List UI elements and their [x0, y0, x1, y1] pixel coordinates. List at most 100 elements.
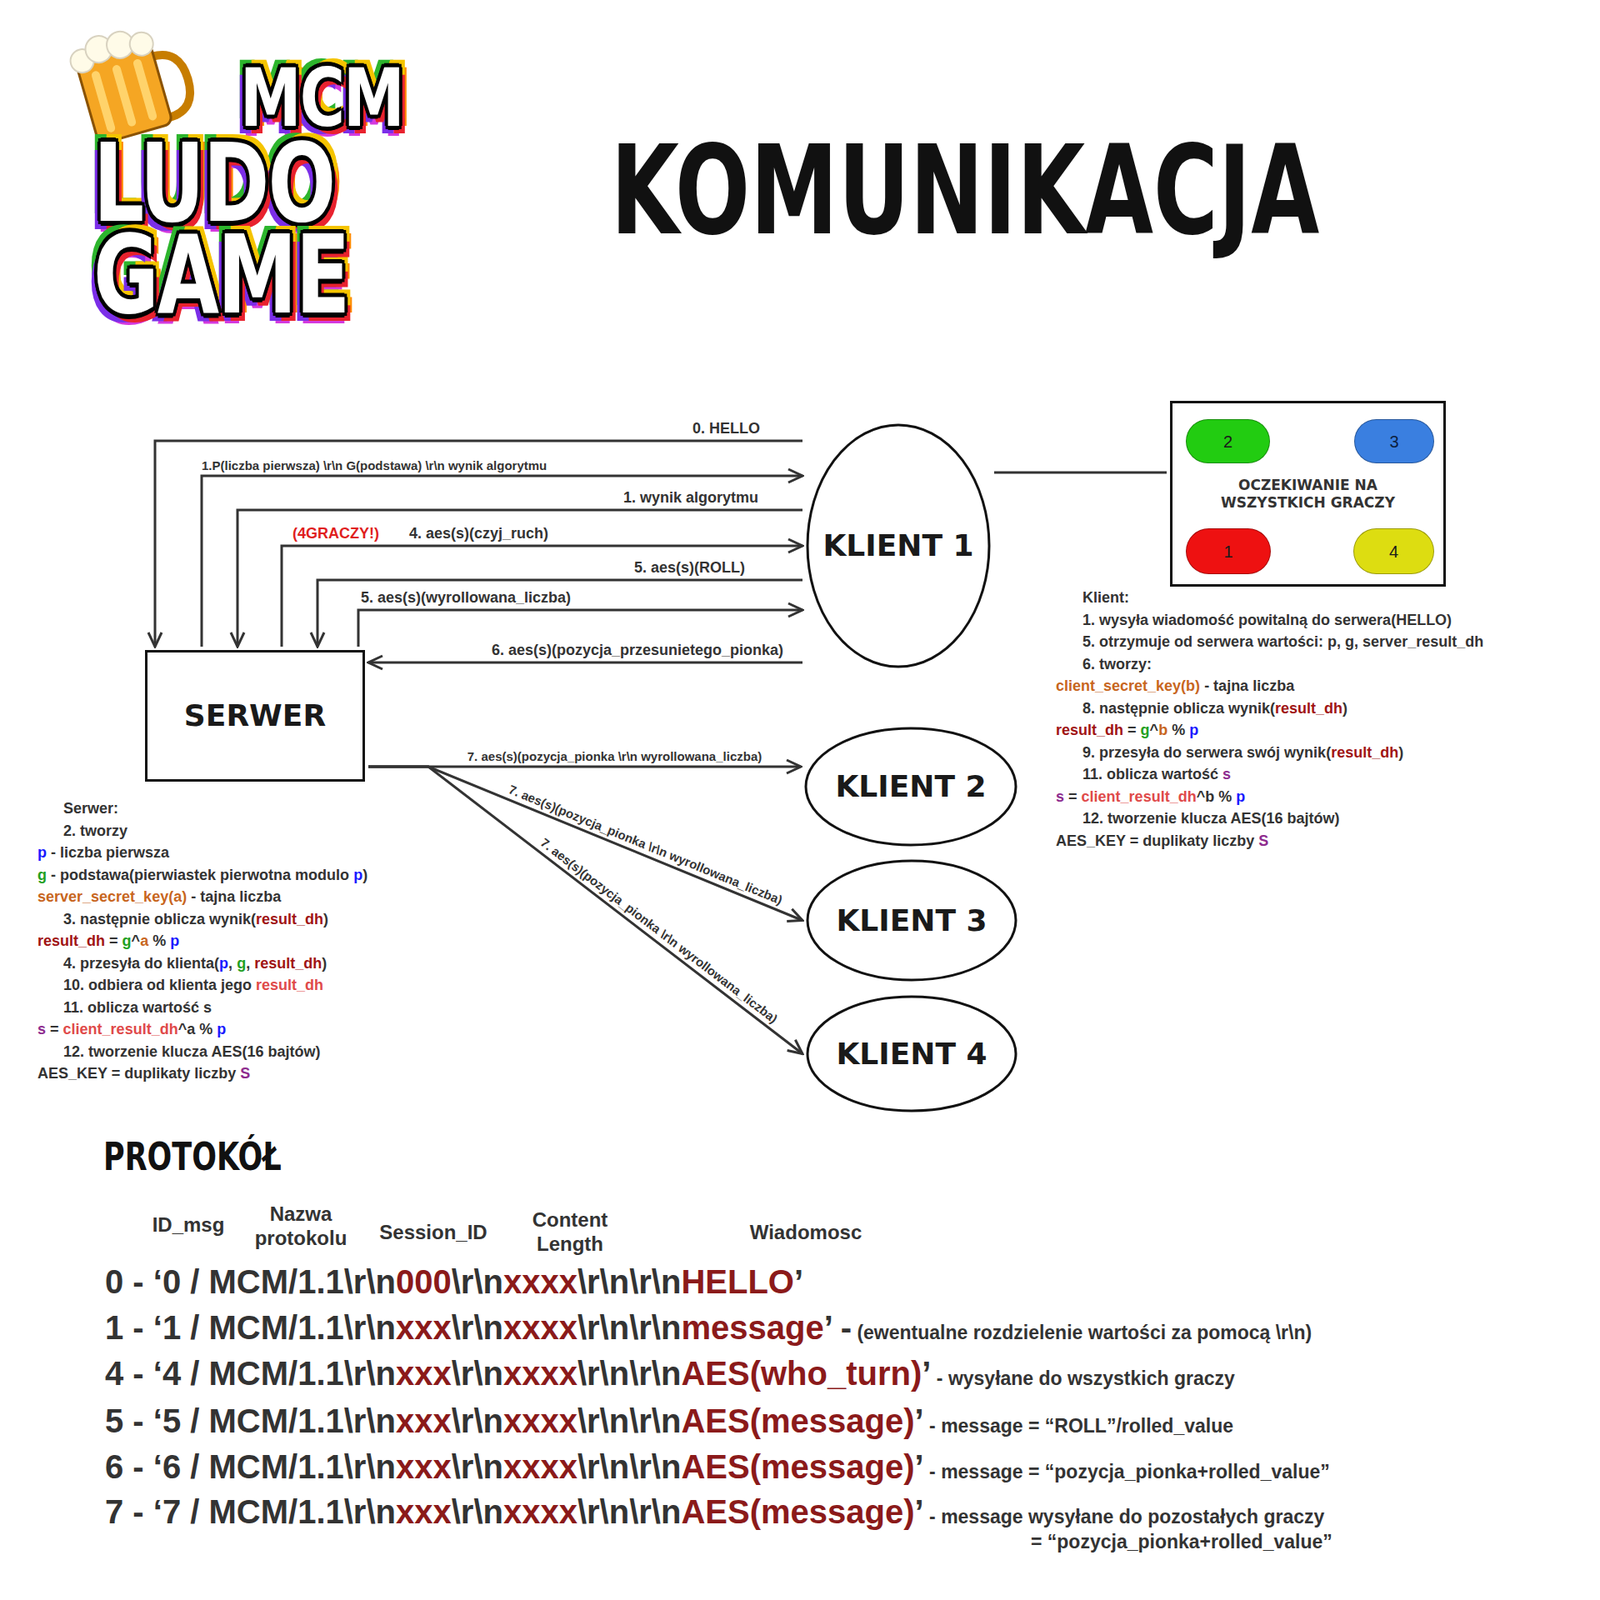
text-segment: xxx — [395, 1355, 452, 1392]
text-segment: \r\n — [451, 1402, 504, 1440]
text-segment: \r\n\r\n — [577, 1493, 681, 1530]
text-segment: AES(message) — [680, 1493, 915, 1530]
text-segment: , — [245, 955, 250, 972]
message-arrow — [368, 661, 803, 665]
player-pill: 4 — [1353, 528, 1435, 575]
ellipse-outline — [807, 425, 990, 667]
text-line: s=client_result_dh^b%p — [1055, 788, 1245, 807]
column-header: Session_ID — [379, 1220, 487, 1245]
text-segment: 2. tworzy — [63, 822, 128, 840]
text-segment: result_dh — [37, 932, 105, 950]
text-line: 5. otrzymuje od serwera wartości: p, g, … — [1082, 633, 1484, 652]
text-segment: ) — [323, 910, 329, 928]
mug-stripe — [111, 64, 138, 128]
text-segment: S — [240, 1065, 250, 1082]
text-line: p- liczba pierwsza — [37, 844, 170, 863]
text-segment: 5. otrzymuje od serwera wartości: p, g, … — [1082, 633, 1484, 650]
text-line: 6. tworzy: — [1082, 655, 1152, 675]
text-segment: result_dh — [255, 976, 324, 994]
text-segment: message — [680, 1309, 824, 1346]
edge-label: 4. aes(s)(czyj_ruch) — [409, 525, 549, 543]
text-segment: xxxx — [503, 1493, 578, 1530]
text-segment: p — [170, 932, 180, 950]
text-segment: = — [50, 1020, 60, 1038]
player-pill: 2 — [1185, 419, 1270, 464]
text-segment: = — [109, 932, 119, 950]
text-segment: 5 - ‘5 / MCM/1.1\r\n — [105, 1402, 396, 1440]
node-label: 2 — [1223, 431, 1233, 452]
page-title: KOMUNIKACJA — [610, 129, 1320, 253]
server-box: SERWER — [145, 650, 365, 782]
edge-label: 1.P(liczba pierwsza) \r\n G(podstawa) \r… — [201, 458, 547, 473]
column-header: Content Length — [520, 1208, 620, 1257]
text-segment: client_result_dh — [1081, 788, 1197, 805]
text-segment: AES(message) — [680, 1448, 915, 1485]
text-segment: - message = “ROLL”/rolled_value — [929, 1415, 1234, 1437]
message-arrow — [994, 471, 1167, 475]
section-heading: PROTOKÓŁ — [103, 1138, 282, 1177]
text-segment: 12. tworzenie klucza AES(16 bajtów) — [1082, 810, 1340, 827]
text-line: 12. tworzenie klucza AES(16 bajtów) — [1082, 810, 1340, 829]
text-segment: xxxx — [503, 1309, 578, 1346]
text-segment: (4GRACZY!) — [292, 525, 380, 542]
protocol-row: 7 - ‘7 / MCM/1.1\r\nxxx\r\nxxxx\r\n\r\nA… — [105, 1491, 1325, 1532]
text-segment: b — [1205, 788, 1215, 805]
node-label: SERWER — [184, 697, 326, 734]
node-label: 3 — [1389, 431, 1399, 452]
text-segment: ’ — [915, 1448, 925, 1485]
text-segment: \r\n\r\n — [577, 1309, 681, 1346]
text-segment: ’ — [915, 1493, 925, 1530]
message-arrow — [368, 766, 803, 1055]
text-segment: % — [152, 932, 166, 950]
protocol-row: 6 - ‘6 / MCM/1.1\r\nxxx\r\nxxxx\r\n\r\nA… — [105, 1446, 1330, 1487]
text-line: 3. następnie oblicza wynik(result_dh) — [63, 910, 329, 930]
text-segment: ^ — [1196, 788, 1206, 805]
message-arrow — [237, 510, 803, 647]
message-arrow — [368, 766, 803, 921]
text-segment: - tajna liczba — [190, 888, 281, 905]
ellipse-outline — [807, 860, 1016, 980]
text-segment: p — [37, 844, 47, 861]
node-label: KLIENT 2 — [835, 768, 986, 805]
text-segment: S — [1258, 832, 1269, 850]
text-segment: result_dh — [1330, 744, 1399, 761]
text-segment: 10. odbiera od klienta jego — [63, 976, 252, 994]
text-segment: server_secret_key(a) — [37, 888, 187, 905]
node-label: 1 — [1223, 541, 1233, 562]
text-line: server_secret_key(a)- tajna liczba — [37, 888, 281, 907]
text-segment: ^ — [1150, 721, 1160, 739]
player-pill: 3 — [1354, 419, 1435, 464]
text-segment: g — [1140, 721, 1150, 739]
text-segment: Wiadomosc — [750, 1220, 862, 1244]
text-segment: ) — [1398, 744, 1404, 761]
text-line: 12. tworzenie klucza AES(16 bajtów) — [63, 1043, 320, 1062]
text-segment: xxxx — [503, 1402, 578, 1440]
text-segment: - podstawa(pierwiastek pierwotna modulo — [50, 866, 350, 884]
text-segment: \r\n\r\n — [577, 1402, 681, 1440]
text-segment: 1. wysyła wiadomość powitalną do serwera… — [1082, 611, 1452, 629]
text-segment: a — [140, 932, 149, 950]
text-segment: 8. następnie oblicza wynik( — [1082, 700, 1275, 717]
text-segment: ) — [362, 866, 368, 884]
text-segment: \r\n — [451, 1448, 504, 1485]
text-segment: ’ — [921, 1355, 931, 1392]
text-segment: 9. przesyła do serwera swój wynik( — [1082, 744, 1331, 761]
edge-label: 5. aes(s)(ROLL) — [634, 559, 745, 577]
text-segment: - message wysyłane do pozostałych graczy — [929, 1505, 1325, 1528]
mug-stripe — [132, 58, 159, 122]
text-segment: Nazwa protokolu — [255, 1202, 348, 1250]
text-segment: , — [228, 955, 233, 972]
text-segment: ’ - — [824, 1309, 852, 1346]
column-header: Nazwa protokolu — [246, 1202, 355, 1251]
text-segment: client_result_dh — [63, 1020, 179, 1038]
protocol-row: 5 - ‘5 / MCM/1.1\r\nxxx\r\nxxxx\r\n\r\nA… — [105, 1400, 1234, 1441]
ellipse-outline — [805, 728, 1016, 845]
ellipse-outline — [807, 996, 1016, 1111]
text-segment: client_secret_key(b) — [1055, 677, 1200, 695]
text-segment: xxxx — [503, 1355, 578, 1392]
text-segment: 11. oblicza wartość s — [63, 999, 212, 1016]
client-ellipse: KLIENT 4 — [805, 995, 1018, 1113]
text-segment: 6. tworzy: — [1082, 655, 1152, 673]
text-segment: \r\n — [451, 1493, 504, 1530]
text-segment: ^ — [131, 932, 141, 950]
